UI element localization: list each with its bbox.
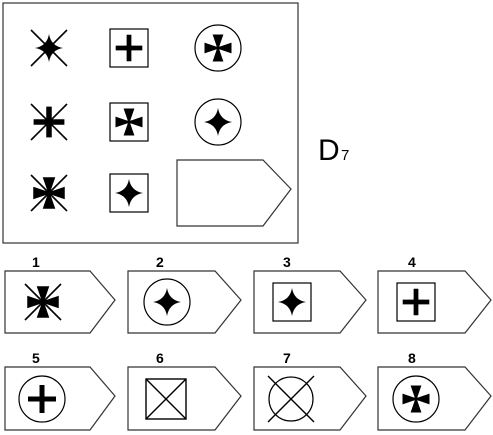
option-label: 5 <box>32 350 40 366</box>
matrix-cell-r1c2 <box>109 28 149 68</box>
option-label: 4 <box>408 254 416 270</box>
option-label: 7 <box>283 350 291 366</box>
option-label: 8 <box>408 350 416 366</box>
matrix-cell-r2c1 <box>30 103 68 141</box>
puzzle-title: D <box>318 134 340 167</box>
matrix-cell-r1c1 <box>30 29 68 67</box>
option-7[interactable]: 7 <box>253 350 367 431</box>
option-5[interactable]: 5 <box>4 350 116 431</box>
option-4[interactable]: 4 <box>377 254 492 334</box>
option-1[interactable]: 1 <box>4 254 116 334</box>
matrix-cell-r1c3 <box>194 24 242 72</box>
option-2[interactable]: 2 <box>127 254 242 334</box>
matrix-cell-r3c1 <box>30 174 68 212</box>
option-8[interactable]: 8 <box>377 350 492 431</box>
option-label: 3 <box>283 254 291 270</box>
option-label: 1 <box>32 254 40 270</box>
puzzle-title-subscript: 7 <box>341 147 349 164</box>
matrix-cell-r2c3 <box>194 98 242 146</box>
matrix-cell-r3c2 <box>109 173 149 213</box>
matrix-cell-r3c3-blank <box>176 159 292 227</box>
option-label: 6 <box>156 350 164 366</box>
option-label: 2 <box>156 254 164 270</box>
option-3[interactable]: 3 <box>253 254 367 334</box>
option-6[interactable]: 6 <box>127 350 242 431</box>
matrix-cell-r2c2 <box>109 102 149 142</box>
